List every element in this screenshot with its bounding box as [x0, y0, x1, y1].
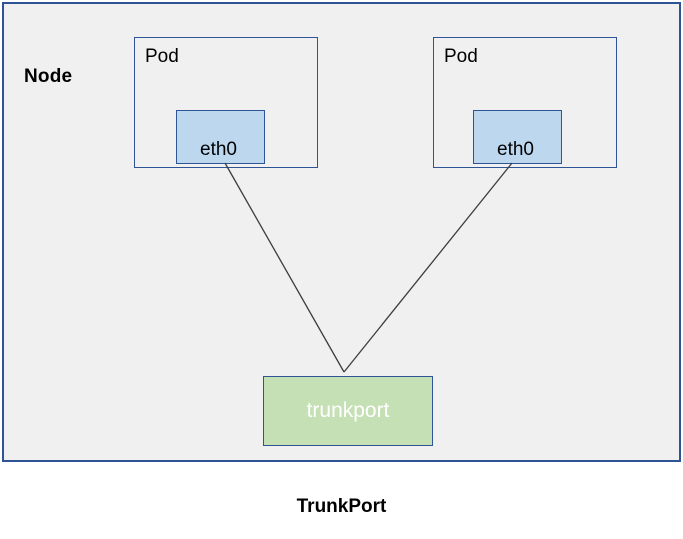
- eth0-label: eth0: [497, 139, 534, 160]
- trunkport-box[interactable]: trunkport: [263, 376, 433, 446]
- eth0-box-left[interactable]: eth0: [176, 110, 265, 164]
- pod-label: Pod: [444, 46, 478, 67]
- node-container: Node Pod eth0 Pod eth0 trunkport: [2, 2, 681, 462]
- node-label: Node: [24, 66, 73, 87]
- pod-box-right[interactable]: Pod eth0: [433, 37, 617, 168]
- pod-label: Pod: [145, 46, 179, 67]
- trunkport-label: trunkport: [306, 399, 390, 422]
- eth0-label: eth0: [200, 139, 237, 160]
- pod-box-left[interactable]: Pod eth0: [134, 37, 318, 168]
- eth0-box-right[interactable]: eth0: [473, 110, 562, 164]
- figure-caption: TrunkPort: [296, 496, 387, 517]
